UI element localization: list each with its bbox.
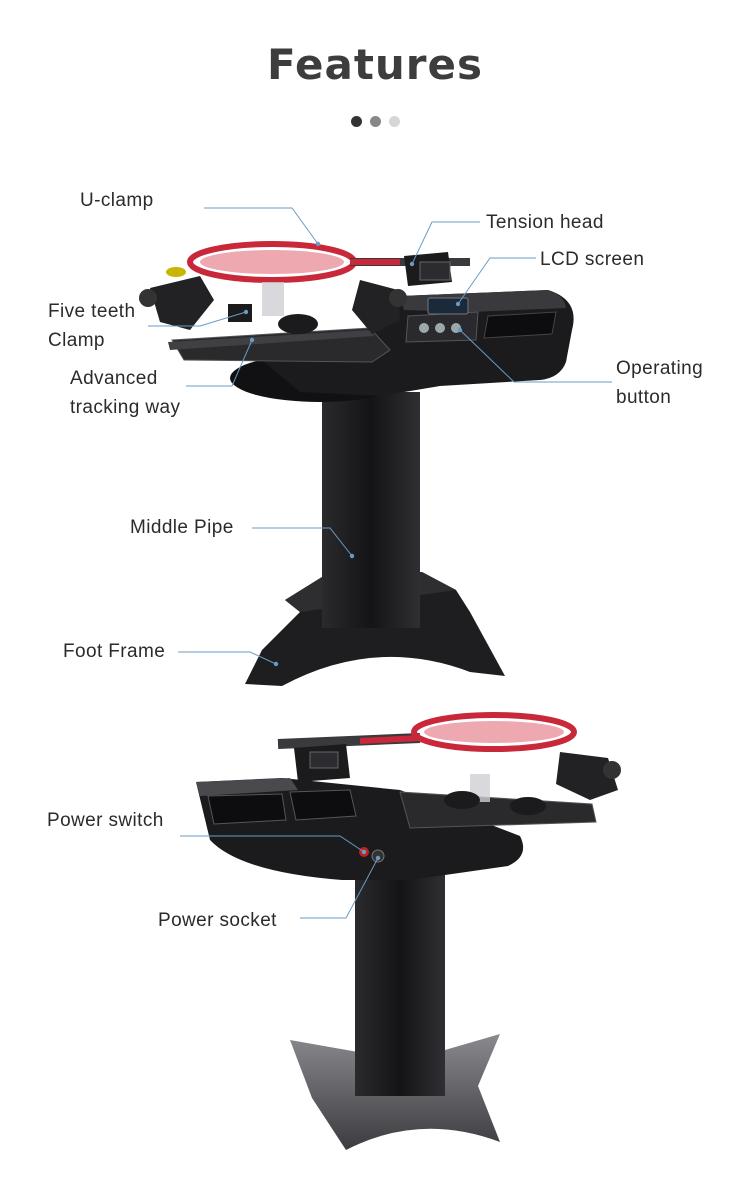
callout-leader-lines: [148, 207, 612, 919]
label-foot-frame: Foot Frame: [63, 641, 166, 662]
label-five-teeth-line-2: Clamp: [48, 330, 105, 351]
page-title: Features: [267, 40, 483, 89]
carousel-dot-1[interactable]: [350, 116, 362, 127]
label-five-teeth-line-1: Five teeth: [48, 301, 136, 322]
label-operating-line-1: Operating: [616, 358, 704, 379]
label-operating-button: Operating button: [616, 354, 703, 412]
bottom-middle-pipe: [355, 860, 445, 1096]
label-advanced-tracking-way: Advanced tracking way: [70, 364, 180, 422]
label-lcd-screen: LCD screen: [540, 249, 645, 270]
carousel-dot-2[interactable]: [369, 116, 381, 127]
label-power-socket: Power socket: [158, 910, 277, 931]
label-tension-head: Tension head: [486, 212, 604, 233]
label-advanced-line-1: Advanced: [70, 368, 158, 389]
carousel-dot-3[interactable]: [388, 116, 400, 127]
label-five-teeth-clamp: Five teeth Clamp: [48, 297, 135, 355]
bottom-machine: [196, 712, 621, 1150]
label-advanced-line-2: tracking way: [70, 397, 181, 418]
top-middle-pipe: [322, 392, 420, 628]
label-operating-line-2: button: [616, 387, 672, 408]
label-middle-pipe: Middle Pipe: [130, 517, 234, 538]
carousel-indicator: [0, 116, 750, 127]
label-power-switch: Power switch: [47, 810, 164, 831]
top-machine: [139, 241, 574, 686]
label-u-clamp: U-clamp: [80, 190, 154, 211]
